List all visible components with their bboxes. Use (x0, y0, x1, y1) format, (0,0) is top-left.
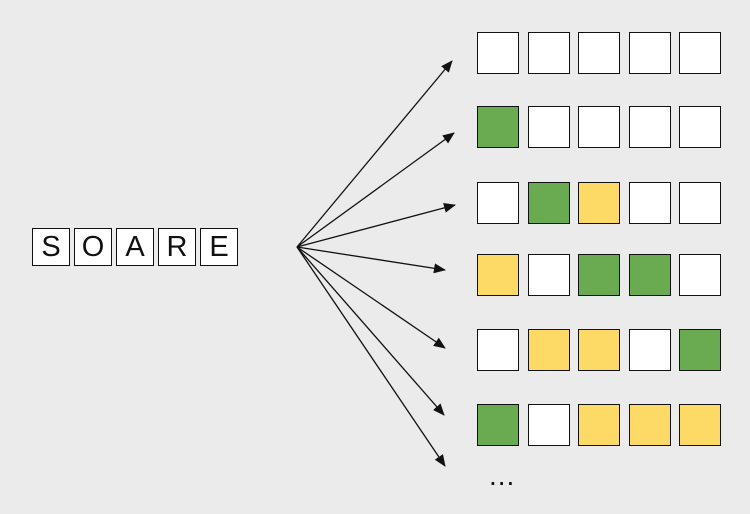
tile-white (679, 106, 721, 148)
tile-yellow (578, 404, 620, 446)
arrow-to-row-6 (296, 246, 445, 416)
tile-white (578, 32, 620, 74)
feedback-row-4 (477, 254, 730, 296)
guess-letter-1: S (32, 228, 70, 266)
guess-letter-2: O (74, 228, 112, 266)
tile-white (628, 182, 671, 224)
tile-white (527, 404, 570, 446)
tile-white (477, 32, 519, 74)
tile-green (527, 182, 570, 224)
arrow-to-row-5 (296, 246, 446, 349)
arrow-to-row-2 (296, 132, 455, 248)
tile-yellow (527, 329, 570, 371)
tile-green (477, 404, 519, 446)
tile-green (628, 254, 671, 296)
tile-yellow (578, 182, 620, 224)
feedback-row-1 (477, 32, 730, 74)
tile-white (628, 106, 671, 148)
arrow-to-row-1 (296, 60, 453, 248)
tile-white (527, 254, 570, 296)
tile-yellow (477, 254, 519, 296)
tile-white (679, 182, 721, 224)
tile-white (477, 329, 519, 371)
tile-green (477, 106, 519, 148)
tile-white (679, 254, 721, 296)
guess-word: S O A R E (32, 228, 242, 268)
feedback-row-5 (477, 329, 730, 371)
tile-yellow (628, 404, 671, 446)
arrow-to-row-3 (296, 202, 456, 248)
tile-white (578, 106, 620, 148)
tile-green (578, 254, 620, 296)
feedback-row-2 (477, 106, 730, 148)
feedback-row-3 (477, 182, 730, 224)
tile-white (527, 32, 570, 74)
tile-yellow (679, 404, 721, 446)
arrow-to-row-4 (296, 246, 446, 274)
tile-white (477, 182, 519, 224)
arrow-to-more (296, 246, 446, 467)
feedback-row-6 (477, 404, 730, 446)
tile-yellow (578, 329, 620, 371)
tile-white (628, 329, 671, 371)
tile-white (679, 32, 721, 74)
guess-letter-4: R (158, 228, 196, 266)
tile-white (527, 106, 570, 148)
tile-white (628, 32, 671, 74)
tile-green (679, 329, 721, 371)
guess-letter-5: E (200, 228, 238, 266)
guess-letter-3: A (116, 228, 154, 266)
more-patterns-ellipsis: ... (489, 460, 516, 491)
